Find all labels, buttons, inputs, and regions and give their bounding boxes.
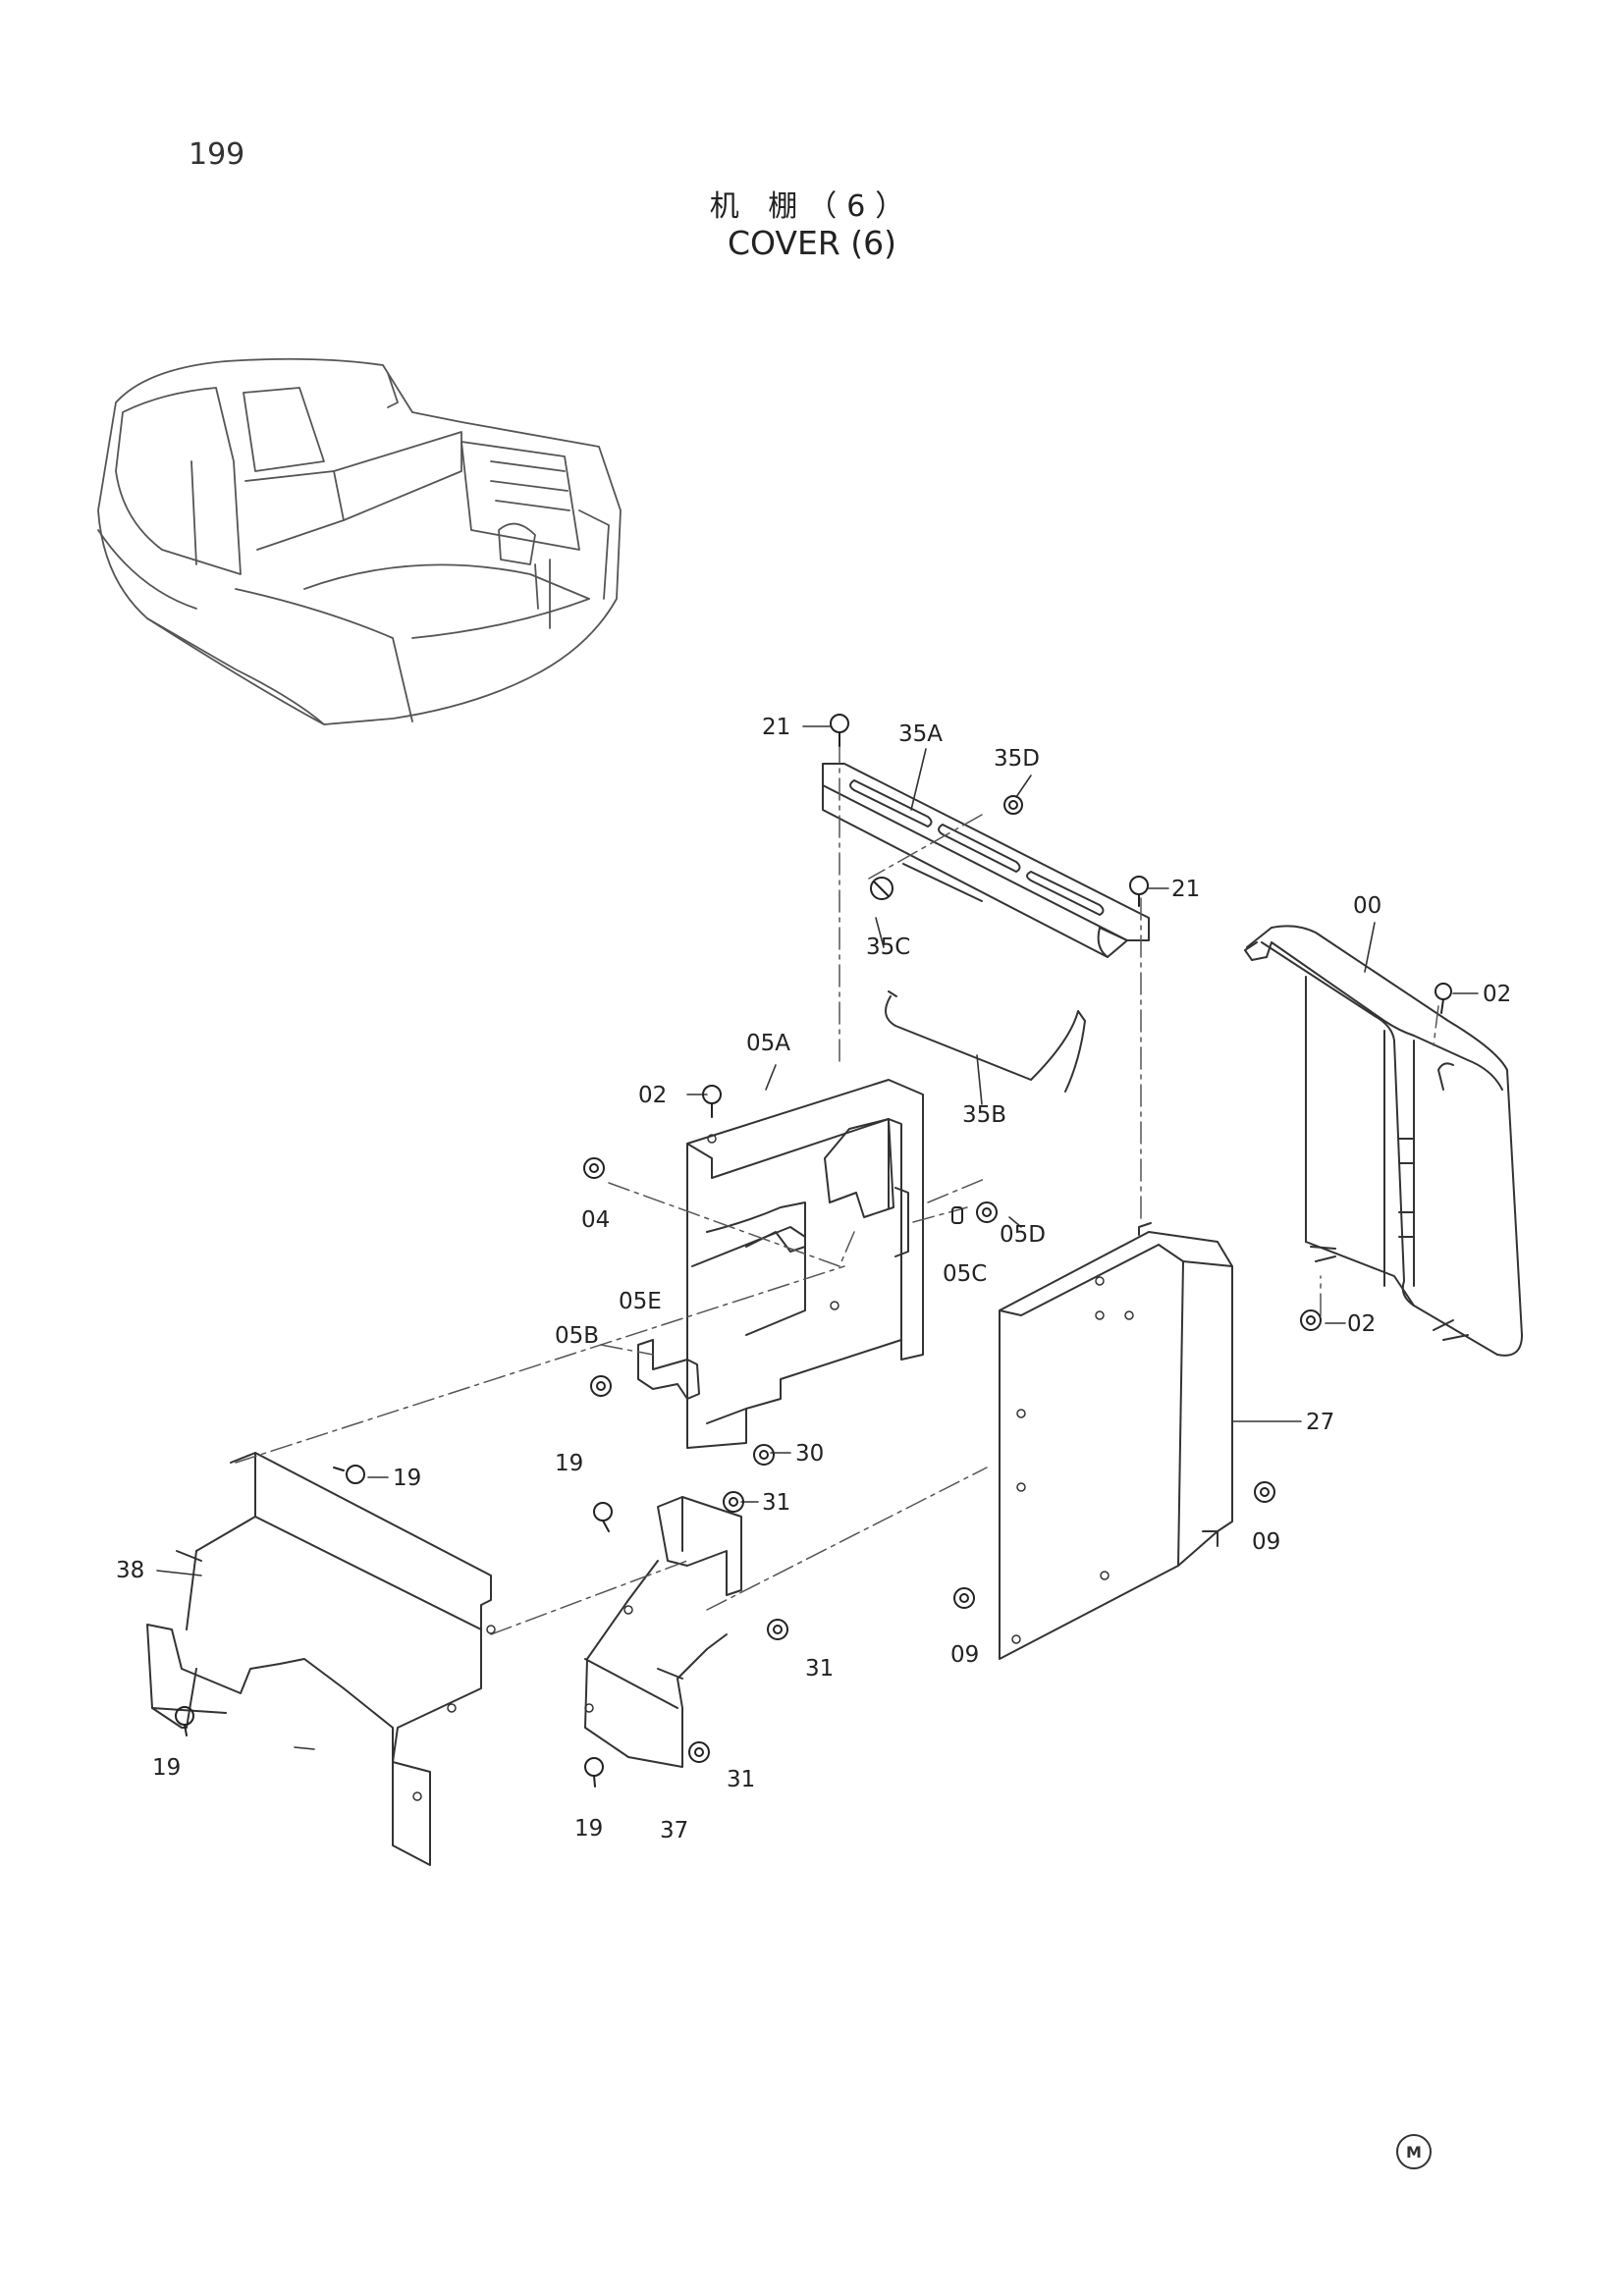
nut-35d — [1003, 795, 1023, 815]
nut-31-top — [723, 1491, 744, 1513]
leader-lines — [235, 740, 1439, 1635]
fasteners — [175, 714, 1452, 1788]
nut-02-frame-bottom — [1300, 1309, 1322, 1331]
bolt-19-bottom-mid — [584, 1757, 604, 1788]
label-21: 21 — [1171, 877, 1200, 902]
label-05a: 05A — [746, 1031, 790, 1056]
label-19: 19 — [555, 1451, 583, 1476]
part-05a-panel — [686, 1079, 924, 1449]
label-02: 02 — [1483, 982, 1511, 1007]
clip-05c — [951, 1206, 963, 1224]
nut-04 — [583, 1157, 605, 1179]
part-27-side-panel — [999, 1222, 1233, 1660]
label-35a: 35A — [898, 721, 943, 747]
label-05b: 05B — [555, 1323, 599, 1349]
label-31: 31 — [805, 1656, 834, 1682]
part-35b-rod — [885, 995, 1086, 1093]
nut-09-right — [1254, 1481, 1275, 1503]
corner-m-mark: M — [1396, 2134, 1432, 2169]
label-38: 38 — [116, 1558, 144, 1583]
label-37: 37 — [660, 1818, 688, 1843]
bolt-02-left — [702, 1085, 722, 1118]
page-number: 199 — [189, 137, 245, 172]
part-00-frame — [1244, 925, 1523, 1357]
label-35c: 35C — [866, 934, 910, 960]
title-chinese: 机 棚（6） — [709, 189, 915, 224]
title-english: COVER (6) — [727, 224, 897, 262]
bolt-21-right — [1129, 876, 1149, 907]
label-21: 21 — [762, 715, 790, 740]
label-05d: 05D — [1000, 1222, 1046, 1248]
part-38-guard — [146, 1452, 492, 1866]
bolt-19-guard — [333, 1465, 365, 1484]
label-31: 31 — [727, 1767, 755, 1792]
bolt-19-bottom-left — [175, 1706, 194, 1736]
label-19: 19 — [574, 1816, 603, 1842]
label-19: 19 — [152, 1755, 181, 1781]
nut-30 — [753, 1444, 775, 1466]
part-35a-bracket — [822, 763, 1150, 958]
bolt-02-frame-top — [1435, 983, 1452, 1014]
label-02: 02 — [638, 1083, 667, 1108]
label-09: 09 — [950, 1642, 979, 1668]
label-09: 09 — [1252, 1529, 1280, 1555]
bolt-19-mid — [593, 1502, 613, 1532]
bolt-21-top — [830, 714, 849, 747]
part-labels: 21 35A 35D 21 00 02 35C 05A 02 35B 04 05… — [116, 715, 1511, 1843]
nut-05d — [976, 1201, 998, 1223]
excavator-overview-illustration — [97, 357, 622, 725]
label-leaders — [156, 725, 1479, 1750]
nut-05b — [590, 1375, 612, 1397]
nut-09-left — [953, 1587, 975, 1609]
label-31: 31 — [762, 1490, 790, 1516]
label-05c: 05C — [943, 1261, 987, 1287]
label-27: 27 — [1306, 1410, 1334, 1435]
label-19: 19 — [393, 1466, 421, 1491]
part-37-bracket — [584, 1496, 742, 1768]
label-00: 00 — [1353, 893, 1381, 919]
clip-35c — [870, 877, 893, 900]
panel-holes — [412, 1134, 1134, 1801]
label-02: 02 — [1347, 1311, 1376, 1337]
label-05e: 05E — [619, 1289, 662, 1314]
label-30: 30 — [795, 1441, 824, 1467]
nut-31-bottom — [688, 1741, 710, 1763]
label-35d: 35D — [994, 746, 1040, 772]
label-35b: 35B — [962, 1102, 1006, 1128]
part-05e-bracket — [637, 1339, 700, 1400]
label-04: 04 — [581, 1207, 610, 1233]
nut-31-mid — [767, 1619, 788, 1640]
